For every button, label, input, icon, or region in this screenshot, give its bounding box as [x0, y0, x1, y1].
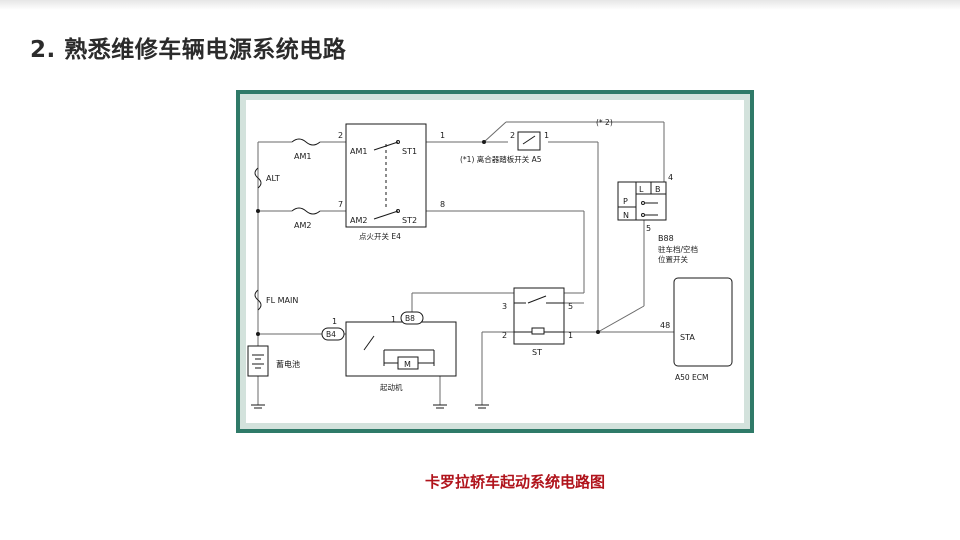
- svg-text:7: 7: [338, 200, 343, 209]
- svg-text:2: 2: [510, 131, 515, 140]
- svg-text:驻车档/空档: 驻车档/空档: [658, 244, 698, 254]
- starter-motor: M 起动机: [345, 321, 457, 392]
- diagram-frame: AM1 AM2 ALT FL MAIN 蓄电池: [236, 90, 754, 433]
- svg-text:A50 ECM: A50 ECM: [675, 373, 709, 382]
- svg-text:4: 4: [668, 173, 673, 182]
- battery: 蓄电池: [247, 345, 300, 377]
- st-relay: 3 5 2 1 ST: [502, 287, 573, 357]
- svg-text:2: 2: [502, 331, 507, 340]
- clutch-pedal-switch-a5: 2 1 (*1) 离合器踏板开关 A5 (* 2): [460, 118, 613, 164]
- fusible-link-fl-main: FL MAIN: [254, 289, 298, 311]
- ignition-switch-e4: AM1 ST1 AM2 ST2 2 7 1 8 点火开关 E4: [338, 123, 445, 241]
- diagram-caption: 卡罗拉轿车起动系统电路图: [425, 473, 606, 491]
- svg-text:5: 5: [646, 224, 651, 233]
- svg-text:(* 2): (* 2): [596, 118, 613, 127]
- svg-text:B88: B88: [658, 234, 674, 243]
- svg-text:蓄电池: 蓄电池: [276, 359, 300, 369]
- wires: [257, 121, 674, 405]
- svg-text:5: 5: [568, 302, 573, 311]
- junction-dots: [256, 140, 600, 336]
- svg-text:N: N: [623, 211, 629, 220]
- fuse-am1: AM1: [291, 138, 321, 161]
- svg-text:起动机: 起动机: [380, 382, 403, 392]
- svg-text:AM2: AM2: [294, 221, 311, 230]
- ecm-a50: STA 48 A50 ECM: [660, 277, 733, 382]
- svg-text:1: 1: [391, 315, 396, 324]
- connector-b4: B4 1: [321, 317, 345, 341]
- circuit-diagram: AM1 AM2 ALT FL MAIN 蓄电池: [240, 94, 750, 429]
- svg-text:AM1: AM1: [350, 147, 367, 156]
- svg-text:1: 1: [332, 317, 337, 326]
- svg-text:AM1: AM1: [294, 152, 311, 161]
- svg-text:3: 3: [502, 302, 507, 311]
- svg-text:B8: B8: [405, 314, 415, 323]
- svg-text:点火开关 E4: 点火开关 E4: [359, 231, 401, 241]
- svg-text:ST2: ST2: [402, 216, 417, 225]
- svg-text:B4: B4: [326, 330, 336, 339]
- top-shadow: [0, 0, 960, 10]
- svg-text:STA: STA: [680, 333, 695, 342]
- svg-text:48: 48: [660, 321, 670, 330]
- svg-text:1: 1: [568, 331, 573, 340]
- slide-title: 2. 熟悉维修车辆电源系统电路: [30, 37, 347, 63]
- svg-text:P: P: [623, 197, 628, 206]
- fusible-link-alt: ALT: [254, 167, 280, 189]
- svg-text:ALT: ALT: [266, 174, 280, 183]
- svg-text:1: 1: [544, 131, 549, 140]
- svg-text:L: L: [639, 185, 644, 194]
- svg-text:(*1) 离合器踏板开关 A5: (*1) 离合器踏板开关 A5: [460, 154, 542, 164]
- svg-text:FL MAIN: FL MAIN: [266, 296, 298, 305]
- svg-text:2: 2: [338, 131, 343, 140]
- circuit-diagram-svg: AM1 AM2 ALT FL MAIN 蓄电池: [247, 118, 733, 409]
- svg-text:1: 1: [440, 131, 445, 140]
- svg-text:8: 8: [440, 200, 445, 209]
- svg-text:AM2: AM2: [350, 216, 367, 225]
- svg-text:ST: ST: [532, 348, 542, 357]
- svg-text:位置开关: 位置开关: [658, 254, 688, 264]
- svg-text:M: M: [404, 360, 411, 369]
- ground-symbols: [251, 404, 489, 409]
- park-neutral-switch-b88: P N L B 4 5 B88 驻车档/空档 位置开关: [617, 173, 698, 264]
- fuse-am2: AM2: [291, 207, 321, 230]
- connector-b8: B8 1: [391, 311, 424, 325]
- svg-text:B: B: [655, 185, 661, 194]
- svg-text:ST1: ST1: [402, 147, 417, 156]
